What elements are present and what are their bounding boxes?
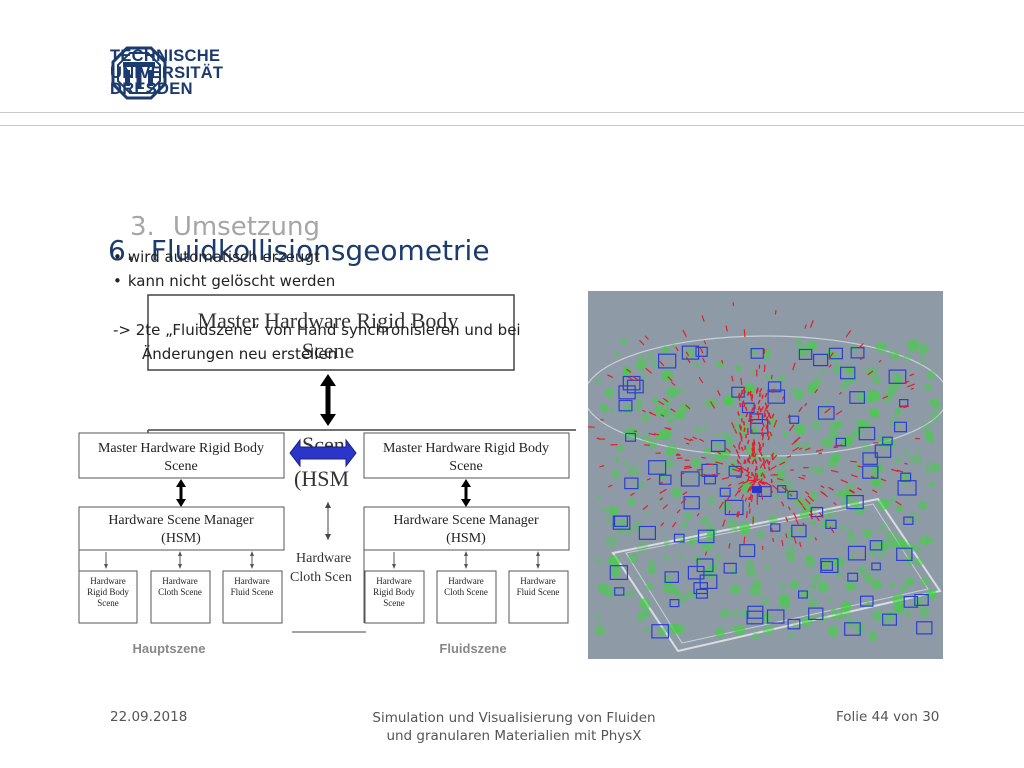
right-master-box xyxy=(363,432,570,479)
bg-hsm-fragment: (HSM xyxy=(294,466,349,491)
logo-line-1: TECHNISCHE xyxy=(110,47,221,65)
right-hsm-box xyxy=(363,506,570,551)
background-diagram: Master Hardware Rigid Body Scene Scen (H… xyxy=(147,294,576,633)
bg-cloth-fragment: Cloth Scen xyxy=(290,570,352,585)
svg-text:Fluid Scene: Fluid Scene xyxy=(517,587,560,597)
right-caption: Fluidszene xyxy=(439,641,506,656)
left-caption: Hauptszene xyxy=(133,641,206,656)
left-diagram: Master Hardware Rigid Body Scene Hardwar… xyxy=(78,432,285,656)
svg-text:Rigid Body: Rigid Body xyxy=(87,587,129,597)
svg-text:Hardware: Hardware xyxy=(234,576,269,586)
bg-master-box xyxy=(147,294,515,371)
header-rule xyxy=(0,112,1024,113)
svg-text:Hardware: Hardware xyxy=(448,576,483,586)
footer-slide-number: Folie 44 von 30 xyxy=(836,709,940,725)
red-particles xyxy=(588,302,921,556)
svg-text:Hardware Scene Manager: Hardware Scene Manager xyxy=(393,513,539,528)
svg-text:Hardware: Hardware xyxy=(90,576,125,586)
bg-master-line2: Scene xyxy=(302,338,355,363)
scene-diagram: Master Hardware Rigid Body Scene Scen (H… xyxy=(78,294,576,656)
footer-date: 22.09.2018 xyxy=(110,709,188,725)
svg-text:Hardware Scene Manager: Hardware Scene Manager xyxy=(108,513,254,528)
section-title: Umsetzung xyxy=(172,212,321,242)
bullet-item: wird automatisch erzeugt xyxy=(113,245,335,269)
right-diagram: Master Hardware Rigid Body Scene Hardwar… xyxy=(363,432,570,656)
sync-arrow-icon xyxy=(289,438,357,468)
svg-text:Hardware: Hardware xyxy=(520,576,555,586)
footer-title: Simulation und Visualisierung von Fluide… xyxy=(314,709,714,745)
svg-text:Scene: Scene xyxy=(449,459,482,474)
svg-text:Scene: Scene xyxy=(97,598,119,608)
footer-title-line-2: und granularen Materialien mit PhysX xyxy=(386,728,642,744)
left-hsm-box xyxy=(78,506,285,551)
svg-text:Hardware: Hardware xyxy=(376,576,411,586)
header-rule-lower xyxy=(0,125,1024,126)
svg-text:Cloth Scene: Cloth Scene xyxy=(444,587,488,597)
svg-text:Scene: Scene xyxy=(164,459,197,474)
left-master-box xyxy=(78,432,285,479)
rigid-boxes xyxy=(609,345,933,639)
svg-text:Hardware: Hardware xyxy=(162,576,197,586)
conclusion-text: -> 2te „Fluidszene“ von Hand synchronisi… xyxy=(113,318,521,366)
svg-text:Cloth Scene: Cloth Scene xyxy=(158,587,202,597)
bg-master-line1: Master Hardware Rigid Body xyxy=(198,308,459,333)
bullet-item: kann nicht gelöscht werden xyxy=(113,269,335,293)
svg-text:Scene: Scene xyxy=(383,598,405,608)
svg-text:Master Hardware Rigid Body: Master Hardware Rigid Body xyxy=(383,441,549,456)
section-number: 3. xyxy=(130,212,155,242)
fluid-simulation-image xyxy=(588,291,943,659)
bullet-list: wird automatisch erzeugt kann nicht gelö… xyxy=(113,245,335,293)
svg-text:Master Hardware Rigid Body: Master Hardware Rigid Body xyxy=(98,441,264,456)
logo-line-2: UNIVERSITÄT xyxy=(110,63,224,82)
logo-line-3: DRESDEN xyxy=(110,80,193,98)
emitter-icon xyxy=(752,486,762,493)
svg-text:Rigid Body: Rigid Body xyxy=(373,587,415,597)
conclusion-line-2: Änderungen neu erstellen xyxy=(142,345,338,363)
tu-dresden-logo-icon xyxy=(111,46,167,100)
svg-text:(HSM): (HSM) xyxy=(161,531,201,546)
section-heading: 3. Umsetzung xyxy=(130,212,320,242)
conclusion-line-1: -> 2te „Fluidszene“ von Hand synchronisi… xyxy=(113,321,521,339)
bg-hardware-fragment: Hardware xyxy=(296,551,351,566)
university-name: TECHNISCHE UNIVERSITÄT DRESDEN xyxy=(110,48,223,98)
svg-text:(HSM): (HSM) xyxy=(446,531,486,546)
footer-title-line-1: Simulation und Visualisierung von Fluide… xyxy=(372,710,656,726)
svg-text:Fluid Scene: Fluid Scene xyxy=(231,587,274,597)
